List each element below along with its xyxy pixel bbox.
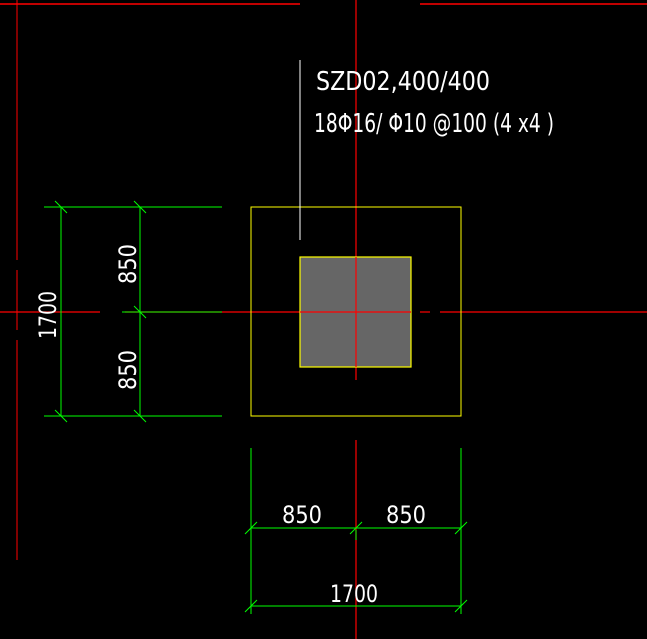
- dim-horizontal-left: 850: [282, 501, 322, 529]
- dim-vertical-upper: 850: [114, 244, 142, 284]
- dim-vertical-lower: 850: [114, 350, 142, 390]
- column-label-line1: SZD02,400/400: [316, 67, 490, 97]
- top-border-lines: [0, 3, 647, 5]
- column-label-line2: 18Φ16/ Φ10 @100 (4 x4 ): [314, 109, 554, 139]
- dim-vertical-total: 1700: [34, 291, 62, 339]
- dim-horizontal-total: 1700: [330, 580, 378, 608]
- footing-outline: [250, 206, 462, 417]
- horizontal-dimension-chain: [244, 448, 468, 614]
- vertical-dimension-chain: [44, 200, 222, 423]
- dim-horizontal-right: 850: [386, 501, 426, 529]
